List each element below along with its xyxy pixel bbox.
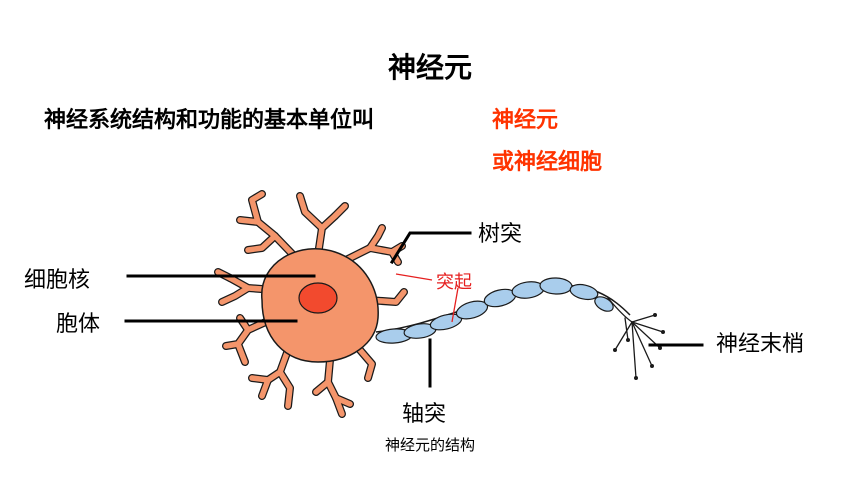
dendrite-branch [332, 203, 348, 219]
dendrite-branches [214, 190, 408, 418]
axon-label: 轴突 [402, 402, 447, 427]
dendrite-branch [249, 191, 265, 225]
dendrite-branch [333, 395, 345, 417]
dendrite-branch [249, 347, 291, 383]
nerve-terminal-label: 神经末梢 [716, 332, 805, 357]
myelin-sheaths [375, 277, 614, 344]
dendrite-branch [367, 225, 385, 251]
myelin-sheath [569, 283, 599, 301]
dendrite-branch [219, 285, 251, 305]
dendrite-branch [277, 369, 293, 409]
dendrite-branch [297, 193, 325, 231]
pointer-lines [124, 231, 704, 388]
dendrite-branch [259, 377, 271, 399]
answer-line-2: 或神经细胞 [492, 150, 603, 175]
nerve-terminal-branches [607, 297, 664, 379]
dendrite-branch [245, 233, 278, 253]
question-text: 神经系统结构和功能的基本单位叫 [44, 108, 375, 133]
page-title: 神经元 [387, 51, 472, 84]
myelin-sheath [594, 296, 614, 312]
dendrite-pointer [389, 231, 472, 265]
dendrite-branch [357, 347, 375, 381]
dendrite-branch [237, 217, 303, 265]
dendrite-label: 树突 [478, 222, 523, 247]
dendrite-branch [235, 341, 248, 365]
dendrite-branch [325, 357, 353, 407]
myelin-sheath [539, 277, 573, 295]
dendrite-branch [313, 379, 331, 395]
cell-body-label: 胞体 [56, 312, 101, 337]
myelin-sheath [511, 281, 545, 299]
figure-caption: 神经元的结构 [384, 436, 475, 454]
process-label: 突起 [436, 272, 472, 293]
dendrite-branch [223, 317, 273, 349]
process-pointer-lines [395, 273, 459, 323]
answer-line-1: 神经元 [492, 108, 559, 133]
nucleus-label: 细胞核 [24, 268, 91, 293]
nucleus [298, 282, 338, 314]
terminal-knobs [613, 313, 665, 380]
